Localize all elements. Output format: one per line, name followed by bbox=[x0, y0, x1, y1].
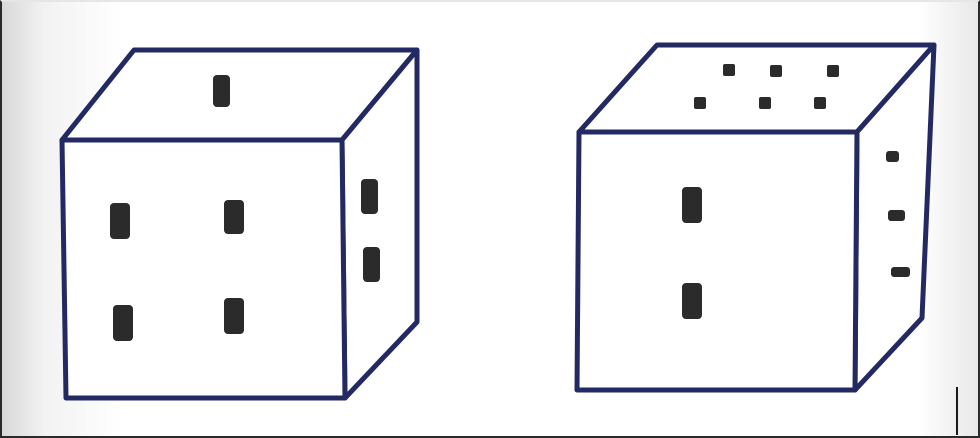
die-2-top-pip bbox=[694, 97, 706, 109]
die-2-top-pip bbox=[759, 97, 771, 109]
die-2-top-pip bbox=[814, 97, 826, 109]
text-cursor bbox=[956, 387, 958, 435]
die-1-side-pip bbox=[363, 247, 380, 282]
die-2-front-pip bbox=[682, 187, 702, 223]
die-1-side-pip bbox=[361, 179, 378, 214]
die-1-front-pip bbox=[110, 203, 130, 239]
die-1 bbox=[59, 47, 420, 401]
die-1-front-pip bbox=[224, 200, 244, 234]
die-2 bbox=[574, 42, 937, 393]
die-1-front-pip bbox=[224, 298, 244, 334]
die-2-front-pip bbox=[682, 283, 702, 319]
die-2-side-pip bbox=[886, 151, 899, 162]
die-2-top-pip bbox=[770, 65, 782, 77]
die-1-front-pip bbox=[113, 305, 133, 341]
die-2-front-face bbox=[574, 129, 860, 393]
die-1-front-face bbox=[59, 137, 348, 401]
die-2-top-pip bbox=[723, 64, 735, 76]
die-2-side-pip bbox=[888, 210, 905, 221]
die-2-top-pip bbox=[827, 65, 839, 77]
die-1-top-pip bbox=[213, 75, 230, 107]
die-2-side-pip bbox=[891, 267, 910, 277]
